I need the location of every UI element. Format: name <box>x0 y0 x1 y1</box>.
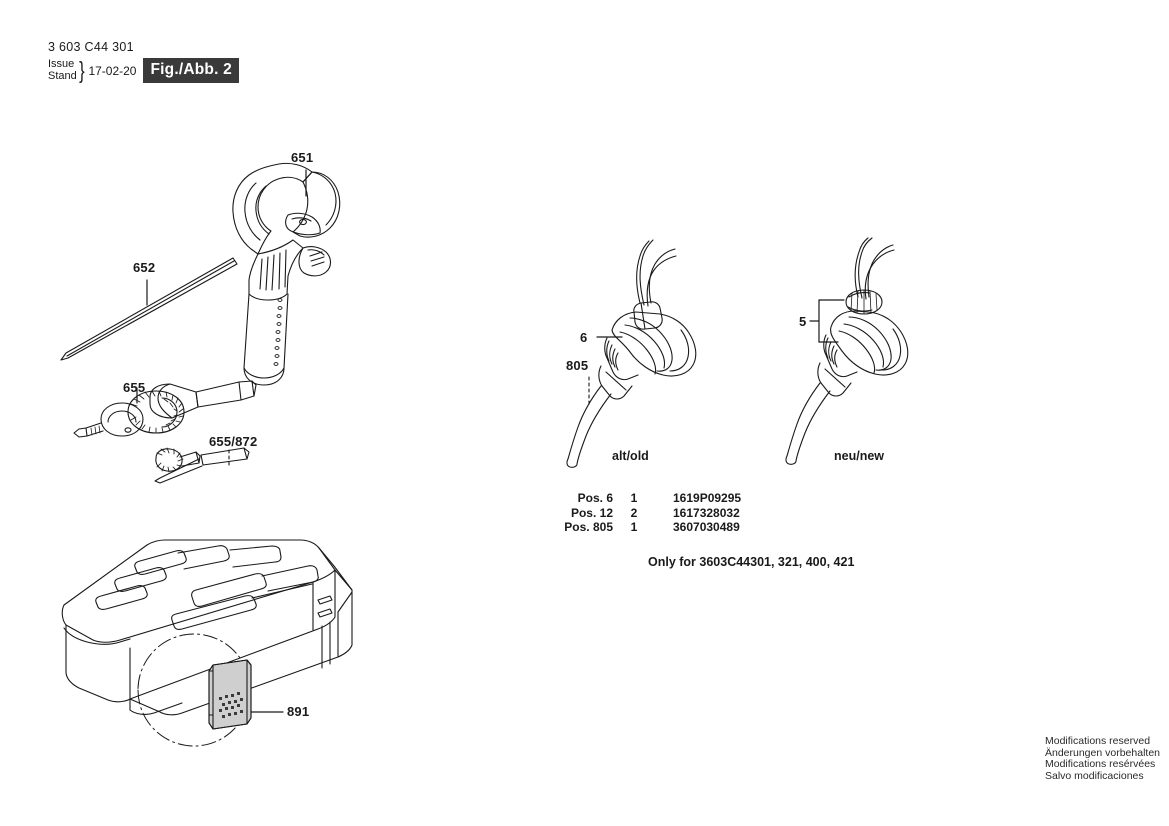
issue-row: Issue Stand } 17-02-20 Fig./Abb. 2 <box>48 58 239 83</box>
row-qty: 1 <box>630 491 638 505</box>
row-pos: Pos. 805 <box>564 520 613 534</box>
footer-line-es: Salvo modificaciones <box>1044 769 1144 782</box>
row-number: 1617328032 <box>673 505 740 520</box>
table-row: Pos. 12 2 1617328032 <box>545 505 741 522</box>
callout-651: 651 <box>291 150 314 165</box>
row-pos: Pos. 6 <box>577 491 613 505</box>
callout-655-872: 655/872 <box>209 434 258 449</box>
stand-label: Stand <box>48 69 77 82</box>
footer-disclaimer: Modifications reserved Änderungen vorbeh… <box>1044 735 1160 782</box>
chuck-key-drawing <box>154 447 250 484</box>
document-header: 3 603 C44 301 Issue Stand } 17-02-20 Fig… <box>48 40 239 83</box>
caption-alt-old: alt/old <box>612 449 649 463</box>
grommet-new-drawing <box>785 237 909 465</box>
callout-891: 891 <box>287 704 310 719</box>
footer-line-de: Änderungen vorbehalten <box>1044 746 1160 759</box>
chuck-drawing <box>73 380 257 438</box>
row-qty: 1 <box>630 520 638 534</box>
table-row: Pos. 6 1 1619P09295 <box>545 491 742 507</box>
brace-glyph: } <box>78 57 85 83</box>
row-number: 3607030489 <box>673 520 740 534</box>
depth-rod-drawing <box>60 257 238 361</box>
issue-label: Issue <box>48 58 75 70</box>
footer-line-en: Modifications reserved <box>1044 735 1151 747</box>
row-qty: 2 <box>630 505 638 520</box>
callout-5: 5 <box>799 314 807 329</box>
parts-table: Pos. 6 1 1619P09295 Pos. 12 2 1617328032… <box>545 491 742 536</box>
table-row: Pos. 805 1 3607030489 <box>545 520 741 536</box>
case-latch-drawing <box>208 659 284 730</box>
only-for-note: Only for 3603C44301, 321, 400, 421 <box>648 555 855 569</box>
issue-date: 17-02-20 <box>88 63 137 78</box>
parts-table-body: Pos. 6 1 1619P09295 Pos. 12 2 1617328032… <box>545 491 742 536</box>
row-number: 1619P09295 <box>673 491 742 505</box>
callout-6: 6 <box>580 330 588 345</box>
callout-652: 652 <box>133 260 156 275</box>
caption-neu-new: neu/new <box>834 449 885 463</box>
callout-655: 655 <box>123 380 146 395</box>
grommet-old-drawing <box>566 239 697 468</box>
auxiliary-handle-drawing <box>232 162 341 386</box>
issue-stand-stack: Issue Stand <box>48 58 77 82</box>
row-pos: Pos. 12 <box>570 505 613 520</box>
document-code: 3 603 C44 301 <box>48 40 134 54</box>
carrying-case-drawing <box>61 539 353 747</box>
figure-badge: Fig./Abb. 2 <box>143 58 239 83</box>
callout-805: 805 <box>566 358 589 373</box>
footer-line-fr: Modifications resérvées <box>1044 758 1156 771</box>
